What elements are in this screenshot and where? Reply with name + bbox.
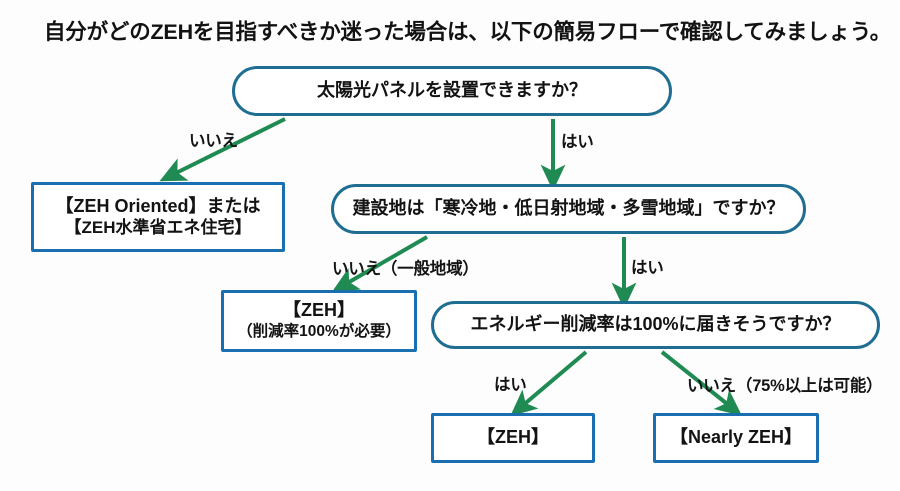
result-node-zeh[interactable]: 【ZEH】 (431, 413, 595, 463)
decision-node-climate-region[interactable]: 建設地は「寒冷地・低日射地域・多雪地域」ですか？ (331, 184, 806, 234)
result-node-zeh-oriented[interactable]: 【ZEH Oriented】または 【ZEH水準省エネ住宅】 (31, 182, 285, 252)
result-node-nearly-zeh[interactable]: 【Nearly ZEH】 (653, 413, 819, 463)
node-label: 建設地は「寒冷地・低日射地域・多雪地域」ですか？ (352, 198, 785, 219)
node-label-line2: 【ZEH水準省エネ住宅】 (64, 217, 252, 237)
edge-label-energy-yes: はい (494, 376, 527, 394)
node-label-sub: （削減率100%が必要） (237, 323, 401, 341)
page-title: 自分がどのZEHを目指すべきか迷った場合は、以下の簡易フローで確認してみましょう… (44, 20, 892, 44)
decision-node-solar-panel[interactable]: 太陽光パネルを設置できますか？ (232, 66, 672, 116)
edge-label-solar-no: いいえ (189, 132, 238, 150)
arrow-energy-yes (510, 350, 588, 417)
edge-label-energy-no: いいえ（75%以上は可能） (687, 377, 883, 395)
edge-label-solar-yes: はい (561, 133, 594, 151)
node-label-line1: 【ZEH】 (283, 300, 355, 321)
node-label: 太陽光パネルを設置できますか？ (317, 80, 587, 101)
result-node-zeh-cold-region[interactable]: 【ZEH】 （削減率100%が必要） (221, 290, 417, 352)
edge-label-climate-no: いいえ（一般地域） (332, 260, 479, 278)
node-label: 【Nearly ZEH】 (669, 427, 803, 448)
decision-node-energy-reduction[interactable]: エネルギー削減率は100%に届きそうですか？ (431, 301, 880, 349)
node-label: 【ZEH】 (477, 427, 549, 448)
node-label-line1: 【ZEH Oriented】または (55, 195, 261, 216)
node-label: エネルギー削減率は100%に届きそうですか？ (470, 314, 841, 335)
edge-label-climate-yes: はい (631, 259, 664, 277)
